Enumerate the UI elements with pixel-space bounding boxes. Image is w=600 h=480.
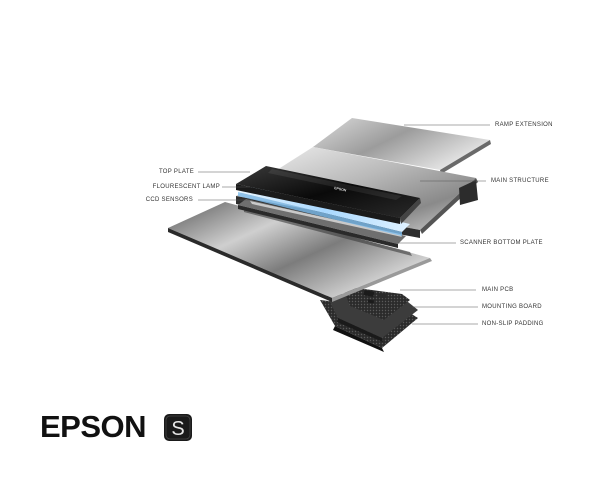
label-ramp-extension: RAMP EXTENSION <box>495 122 553 128</box>
label-non-slip-padding: NON-SLIP PADDING <box>482 321 544 327</box>
label-main-structure: MAIN STRUCTURE <box>491 178 549 184</box>
ramp-extension-part <box>313 118 491 174</box>
top-plate-part: EPSON <box>236 166 421 224</box>
label-scanner-bottom-plate: SCANNER BOTTOM PLATE <box>460 240 543 246</box>
label-flourescent-lamp: FLOURESCENT LAMP <box>152 184 220 190</box>
scanner-bottom-plate-part <box>168 202 432 302</box>
label-main-pcb: MAIN PCB <box>482 287 514 293</box>
label-ccd-sensors: CCD SENSORS <box>145 197 193 203</box>
label-mounting-board: MOUNTING BOARD <box>482 304 542 310</box>
top-plate-logo: EPSON <box>334 186 347 193</box>
leader-lines <box>198 124 490 325</box>
s-badge-letter: S <box>171 418 184 440</box>
s-badge-icon: S <box>164 414 192 441</box>
epson-wordmark: EPSON <box>40 409 147 444</box>
label-top-plate: TOP PLATE <box>158 169 194 175</box>
ccd-sensors-part <box>238 199 406 248</box>
main-pcb-part <box>342 286 410 320</box>
